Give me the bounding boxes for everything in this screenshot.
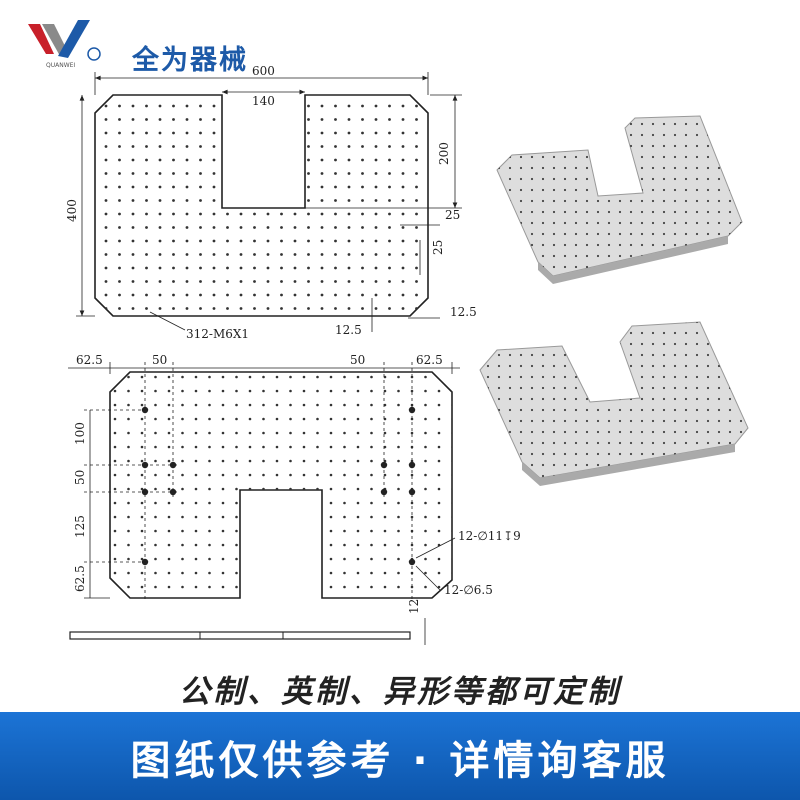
top-view-plate xyxy=(94,94,429,317)
holes-note: 312-M6X1 xyxy=(186,327,249,341)
dim-50-right: 50 xyxy=(350,353,365,367)
brand-logo: 全为器械 QUANWEI xyxy=(28,18,268,76)
through-hole-note: 12-∅6.5 xyxy=(444,583,493,597)
dim-200: 200 xyxy=(437,142,451,165)
logo-mark-icon xyxy=(28,20,101,61)
counterbore-note: 12-∅11↧9 xyxy=(458,529,521,543)
bottom-view-plate xyxy=(109,371,453,599)
dim-50-v: 50 xyxy=(73,470,87,485)
footer-banner: 图纸仅供参考 · 详情询客服 xyxy=(0,712,800,800)
customization-note: 公制、英制、异形等都可定制 xyxy=(179,674,621,710)
top-view-dimensions xyxy=(76,72,462,332)
brand-name: 全为器械 xyxy=(132,45,248,76)
dim-12-5-bottom: 12.5 xyxy=(335,323,362,337)
dim-125: 125 xyxy=(73,515,87,538)
dim-25-h: 25 xyxy=(445,208,460,222)
side-profile xyxy=(69,618,426,645)
dim-thickness: 12 xyxy=(407,599,421,614)
bottom-view-dimensions xyxy=(68,362,460,600)
dim-100: 100 xyxy=(73,422,87,445)
dim-62-5-right: 62.5 xyxy=(416,353,443,367)
dim-12-5-right: 12.5 xyxy=(450,305,477,319)
dim-62-5-left: 62.5 xyxy=(76,353,103,367)
perspective-render-top xyxy=(496,115,743,284)
banner-text: 图纸仅供参考 · 详情询客服 xyxy=(130,738,670,784)
perspective-render-bottom xyxy=(479,321,749,486)
dim-62-5-v: 62.5 xyxy=(73,565,87,592)
dim-400: 400 xyxy=(65,199,79,222)
dim-25-v: 25 xyxy=(431,240,445,255)
dim-50-left: 50 xyxy=(152,353,167,367)
dim-140: 140 xyxy=(252,94,275,108)
brand-sub: QUANWEI xyxy=(46,62,76,69)
dim-600: 600 xyxy=(252,64,275,78)
